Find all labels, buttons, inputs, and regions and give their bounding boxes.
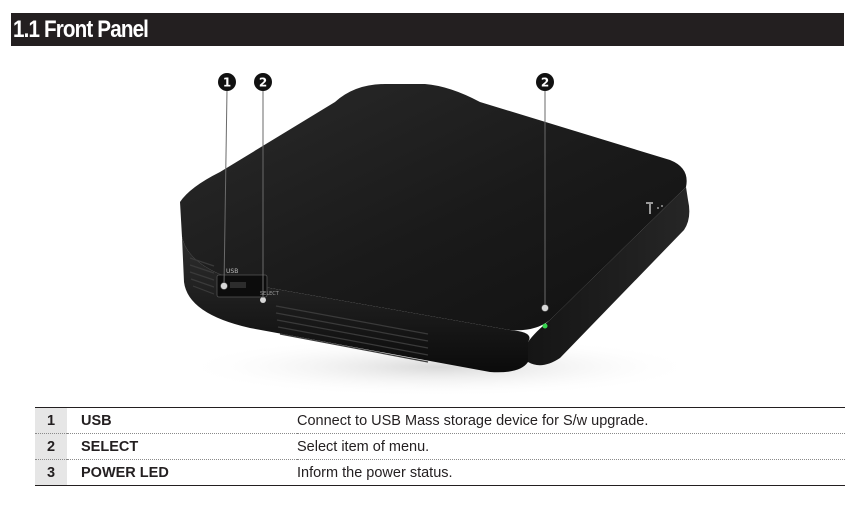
set-top-box-illustration: USB SELECT 1 2 <box>180 73 700 397</box>
row-number: 2 <box>35 433 67 460</box>
callout-badge-2-led: 2 <box>536 73 554 91</box>
callout-badge-1: 1 <box>218 73 236 91</box>
svg-text:2: 2 <box>541 76 549 90</box>
device-front-face <box>182 237 530 373</box>
row-number: 1 <box>35 407 67 434</box>
usb-port-label: USB <box>226 268 238 275</box>
front-vent <box>189 257 429 363</box>
power-led <box>542 323 548 329</box>
front-panel-table: 1 USB Connect to USB Mass storage device… <box>35 407 845 486</box>
device-figure: USB SELECT 1 2 <box>150 62 710 402</box>
table-row: 3 POWER LED Inform the power status. <box>35 459 845 486</box>
brand-logo-icon <box>646 202 663 214</box>
svg-text:2: 2 <box>259 76 267 90</box>
section-title: 1.1 Front Panel <box>13 16 149 43</box>
device-shadow <box>180 337 700 397</box>
svg-text:1: 1 <box>223 76 231 90</box>
row-name: SELECT <box>67 433 297 460</box>
device-top-surface <box>180 84 687 331</box>
row-description: Inform the power status. <box>297 459 845 486</box>
callout-anchor-led <box>541 304 549 312</box>
row-name: POWER LED <box>67 459 297 486</box>
callout-leaders <box>223 89 546 308</box>
select-button <box>260 297 266 303</box>
device-right-face <box>528 187 690 366</box>
row-number: 3 <box>35 459 67 486</box>
select-button-label: SELECT <box>260 291 280 297</box>
table-row: 2 SELECT Select item of menu. <box>35 433 845 460</box>
row-description: Connect to USB Mass storage device for S… <box>297 407 845 434</box>
row-name: USB <box>67 407 297 434</box>
callout-badge-2-select: 2 <box>254 73 272 91</box>
section-title-bar: 1.1 Front Panel <box>11 13 844 46</box>
row-description: Select item of menu. <box>297 433 845 460</box>
callout-anchor-usb <box>220 282 228 290</box>
usb-socket <box>230 282 246 288</box>
table-row: 1 USB Connect to USB Mass storage device… <box>35 407 845 434</box>
